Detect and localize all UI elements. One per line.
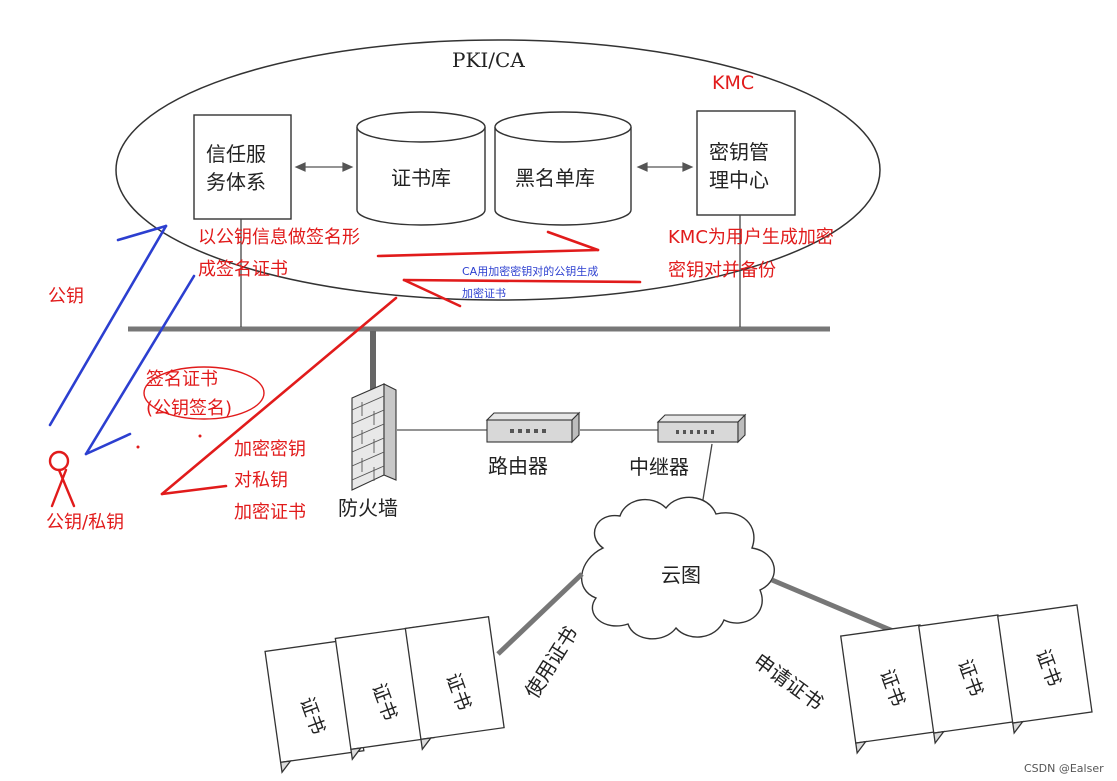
cloud-label: 云图 bbox=[661, 563, 701, 587]
user-figure-icon bbox=[48, 450, 76, 508]
public-key-note: 公钥 bbox=[48, 286, 84, 307]
watermark: CSDN @Ealser bbox=[1024, 762, 1104, 775]
right-cert-1 bbox=[840, 624, 936, 755]
cloud-icon bbox=[581, 496, 775, 640]
blacklist-db-label: 黑名单库 bbox=[515, 166, 595, 190]
sign-cert-note-line2: 成签名证书 bbox=[198, 259, 288, 280]
cert-db-cylinder bbox=[356, 111, 486, 226]
right-cert-group bbox=[840, 604, 1093, 755]
kmc-box bbox=[696, 110, 796, 216]
pki-title: PKI/CA bbox=[452, 48, 525, 72]
kmc-generate-note-line1: KMC为用户生成加密 bbox=[668, 227, 834, 248]
left-cert-group bbox=[264, 615, 505, 774]
ca-encrypt-note-line1: CA用加密密钥对的公钥生成 bbox=[462, 264, 598, 278]
kmc-generate-note-line2: 密钥对并备份 bbox=[668, 260, 776, 281]
router-icon bbox=[485, 411, 581, 444]
left-cert-3 bbox=[404, 615, 505, 751]
apply-cert-label: 申请证书 bbox=[749, 649, 828, 715]
trust-service-label-line2: 务体系 bbox=[206, 170, 266, 194]
use-cert-link bbox=[496, 572, 584, 656]
red-arrow-right bbox=[376, 230, 600, 258]
arrow-trust-certdb bbox=[294, 162, 354, 172]
kmc-box-label-line2: 理中心 bbox=[709, 168, 769, 192]
firewall-icon bbox=[351, 383, 397, 491]
right-cert-3 bbox=[997, 604, 1093, 735]
repeater-icon bbox=[656, 413, 747, 444]
sign-cert-note-line1: 以公钥信息做签名形 bbox=[198, 227, 360, 248]
apply-cert-link bbox=[771, 577, 901, 637]
red-dot-2 bbox=[198, 434, 202, 438]
firewall-label: 防火墙 bbox=[338, 496, 398, 520]
router-label: 路由器 bbox=[488, 454, 548, 478]
pki-ellipse bbox=[115, 39, 881, 301]
right-cert-2 bbox=[918, 614, 1014, 745]
encrypt-note-line2: 对私钥 bbox=[234, 470, 288, 491]
kmc-annotation: KMC bbox=[712, 72, 754, 94]
encrypt-note-line3: 加密证书 bbox=[234, 502, 306, 523]
arrow-blacklist-kmc bbox=[636, 162, 694, 172]
cert-db-label: 证书库 bbox=[391, 166, 451, 190]
left-cert-1 bbox=[264, 639, 365, 774]
sign-cert-circle bbox=[143, 366, 265, 420]
kmc-box-label-line1: 密钥管 bbox=[709, 140, 769, 164]
sign-cert-circle-line2: (公钥签名) bbox=[146, 398, 232, 419]
red-dot-1 bbox=[136, 445, 140, 449]
blacklist-db-cylinder bbox=[494, 111, 632, 226]
repeater-label: 中继器 bbox=[629, 455, 689, 479]
red-encrypt-arrow bbox=[160, 296, 398, 496]
encrypt-note-line1: 加密密钥 bbox=[234, 439, 306, 460]
trust-service-label-line1: 信任服 bbox=[206, 142, 266, 166]
use-cert-label: 使用证书 bbox=[520, 622, 583, 703]
user-keys-label: 公钥/私钥 bbox=[46, 512, 124, 533]
blue-public-key-arrows bbox=[48, 224, 196, 456]
red-arrow-left bbox=[402, 278, 642, 308]
trust-service-box bbox=[193, 114, 292, 220]
ca-encrypt-note-line2: 加密证书 bbox=[462, 286, 506, 300]
sign-cert-circle-line1: 签名证书 bbox=[146, 369, 218, 390]
